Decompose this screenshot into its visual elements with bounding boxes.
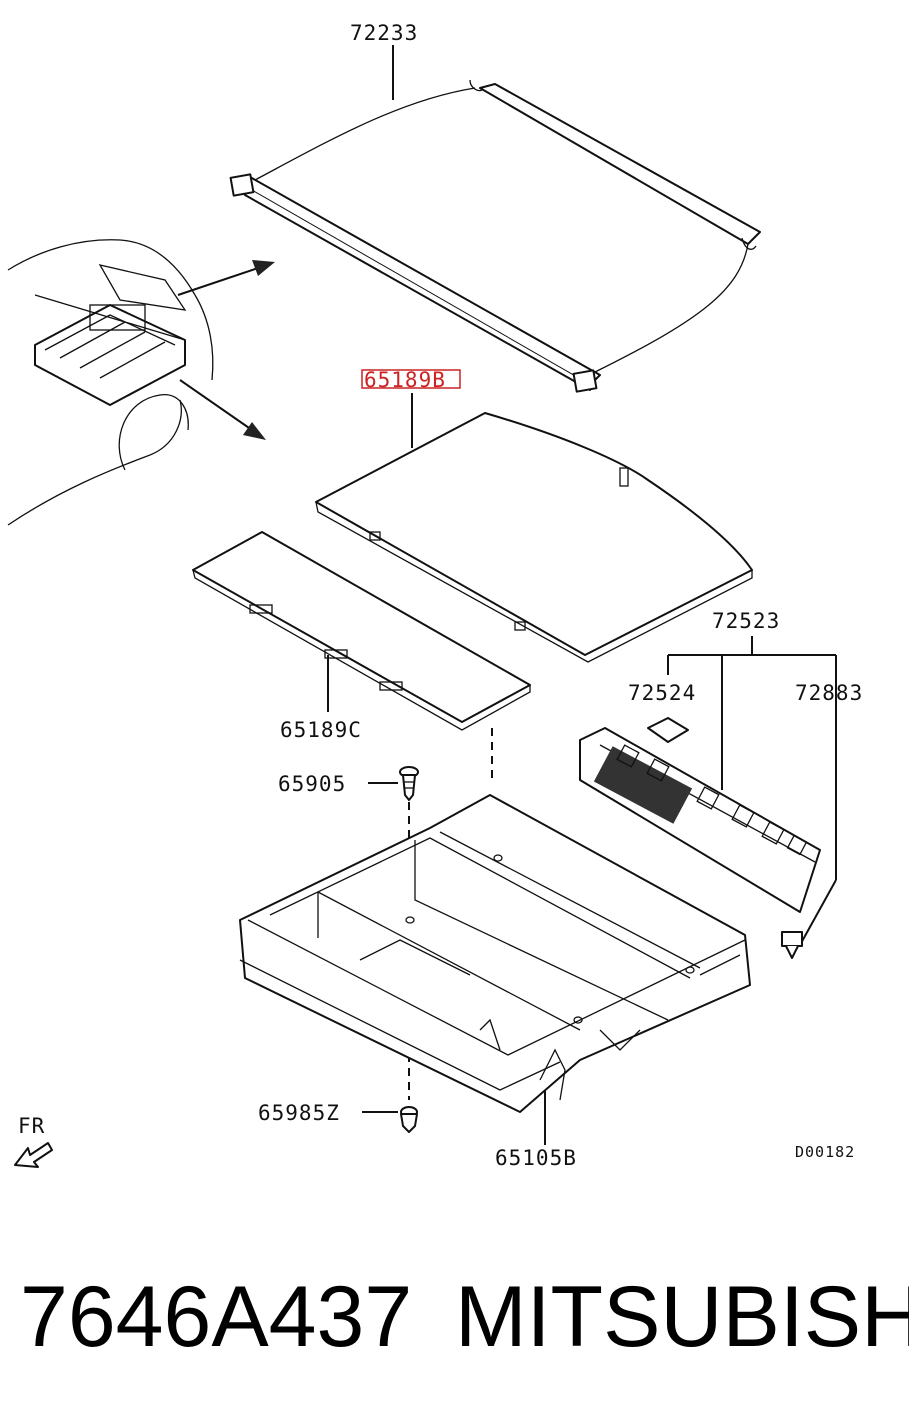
part-number: 7646A437 xyxy=(20,1269,413,1365)
label-65905: 65905 xyxy=(278,772,346,796)
floor-board-65189b xyxy=(315,412,753,663)
footer: 7646A437 MITSUBISHI xyxy=(0,1262,909,1372)
diagram-code: D00182 xyxy=(795,1143,855,1161)
vehicle-rear-illustration xyxy=(7,239,214,526)
label-65985z: 65985Z xyxy=(258,1101,340,1125)
clip-72883 xyxy=(781,931,803,959)
floor-board-65189c xyxy=(192,531,531,731)
front-direction-icon xyxy=(14,1142,53,1168)
label-72524: 72524 xyxy=(628,681,696,705)
label-65105b: 65105B xyxy=(495,1146,577,1170)
label-65189c: 65189C xyxy=(280,718,362,742)
screw-65905 xyxy=(399,766,419,801)
label-72883: 72883 xyxy=(795,681,863,705)
label-72523: 72523 xyxy=(712,609,780,633)
view-arrows xyxy=(177,260,275,440)
highlight-box xyxy=(361,369,461,389)
tonneau-cover xyxy=(229,79,761,393)
trim-panel xyxy=(579,727,821,913)
fr-label: FR xyxy=(18,1114,45,1138)
luggage-tray xyxy=(239,794,751,1113)
clip-65985z xyxy=(400,1106,418,1133)
brand-name: MITSUBISHI xyxy=(455,1269,909,1365)
leader-72883-end xyxy=(799,879,837,946)
label-65189b: 65189B xyxy=(364,368,446,392)
label-72233: 72233 xyxy=(350,21,418,45)
trim-clip-72524 xyxy=(647,717,689,743)
